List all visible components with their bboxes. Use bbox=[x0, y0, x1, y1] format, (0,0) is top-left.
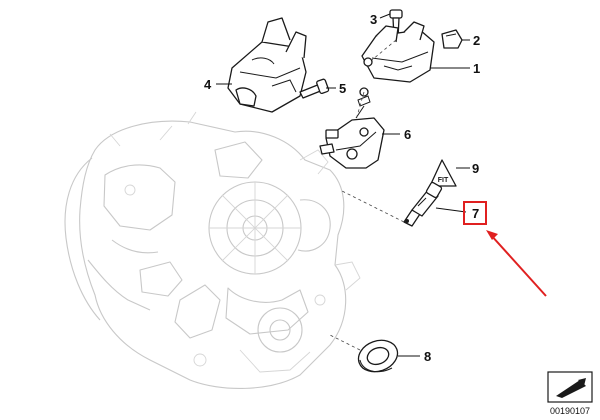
diagram-number: 00190107 bbox=[550, 406, 590, 416]
callout-9: 9 bbox=[472, 161, 479, 176]
callout-2: 2 bbox=[473, 33, 480, 48]
part-7-speed-sensor bbox=[403, 181, 443, 227]
arrow-icon bbox=[556, 380, 586, 398]
diagram-id-badge: 00190107 bbox=[547, 371, 593, 416]
part-6-sensor-bracket bbox=[319, 87, 385, 169]
highlight-arrow bbox=[489, 233, 547, 297]
callout-8: 8 bbox=[424, 349, 431, 364]
part-2-clip bbox=[441, 29, 463, 49]
callout-3: 3 bbox=[370, 12, 377, 27]
callout-1: 1 bbox=[473, 61, 480, 76]
callout-labels: 3 2 1 4 5 6 9 7 8 bbox=[204, 12, 480, 364]
warning-label-text: FIT bbox=[438, 177, 449, 184]
part-1-bracket bbox=[361, 21, 435, 83]
callout-4: 4 bbox=[204, 77, 212, 92]
part-5-bolt bbox=[299, 78, 330, 99]
highlight-arrowhead bbox=[486, 230, 498, 240]
highlight-marker bbox=[463, 201, 547, 297]
part-9-warning-label: FIT bbox=[429, 159, 457, 187]
assembly-lines bbox=[329, 39, 405, 351]
part-8-seal-ring bbox=[357, 339, 399, 373]
callout-6: 6 bbox=[404, 127, 411, 142]
callout-5: 5 bbox=[339, 81, 346, 96]
callout-7: 7 bbox=[472, 206, 479, 221]
part-4-bracket bbox=[227, 17, 307, 113]
highlight-box bbox=[463, 201, 487, 225]
leader-lines bbox=[216, 13, 470, 357]
transmission-housing bbox=[64, 111, 361, 390]
